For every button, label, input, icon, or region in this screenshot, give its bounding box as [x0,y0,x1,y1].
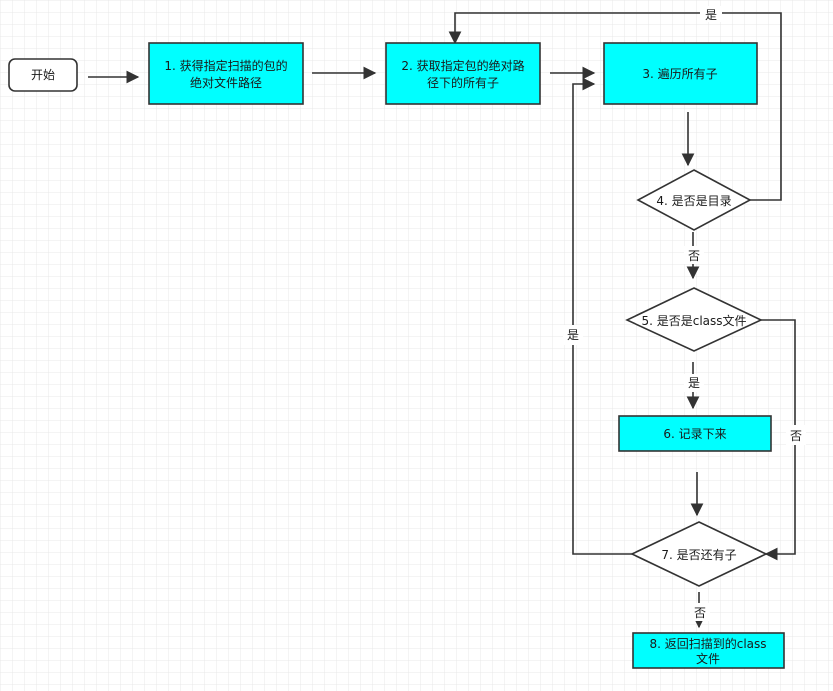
edge-label-d5-no: 否 [790,429,802,443]
node-decision-5-label: 5. 是否是class文件 [641,313,746,328]
edge-4-yes-to-2 [448,12,782,201]
edge-7-yes-to-3 [572,77,633,555]
node-step-3-label: 3. 遍历所有子 [642,67,717,81]
node-step-2: 2. 获取指定包的绝对路 径下的所有子 [385,42,541,105]
node-step-1-line1: 1. 获得指定扫描的包的 [164,58,287,73]
node-step-3: 3. 遍历所有子 [603,42,758,105]
node-step-2-line1: 2. 获取指定包的绝对路 [401,58,524,73]
node-step-8: 8. 返回扫描到的class 文件 [632,632,785,669]
edge-label-d7-no: 否 [694,606,706,620]
node-decision-7-label: 7. 是否还有子 [661,548,736,562]
node-step-8-line2: 文件 [696,651,720,666]
node-decision-7: 7. 是否还有子 [630,521,768,587]
edge-label-d5-yes: 是 [688,376,700,390]
node-step-1-line2: 绝对文件路径 [190,75,262,90]
edge-label-d4-yes: 是 [705,8,717,22]
node-decision-4: 4. 是否是目录 [636,169,752,231]
node-start: 开始 [8,58,78,92]
node-step-8-line1: 8. 返回扫描到的class [649,636,766,651]
edge-label-d7-yes: 是 [567,328,579,342]
node-start-label: 开始 [31,68,55,82]
edge-label-d4-no: 否 [688,249,700,263]
node-step-1: 1. 获得指定扫描的包的 绝对文件路径 [148,42,304,105]
edge-labels: 是 否 是 否 是 否 [563,6,806,621]
node-step-6-label: 6. 记录下来 [663,427,726,441]
node-step-6: 6. 记录下来 [618,415,772,452]
node-decision-5: 5. 是否是class文件 [625,287,763,352]
node-step-2-line2: 径下的所有子 [427,75,499,90]
node-decision-4-label: 4. 是否是目录 [656,194,731,208]
